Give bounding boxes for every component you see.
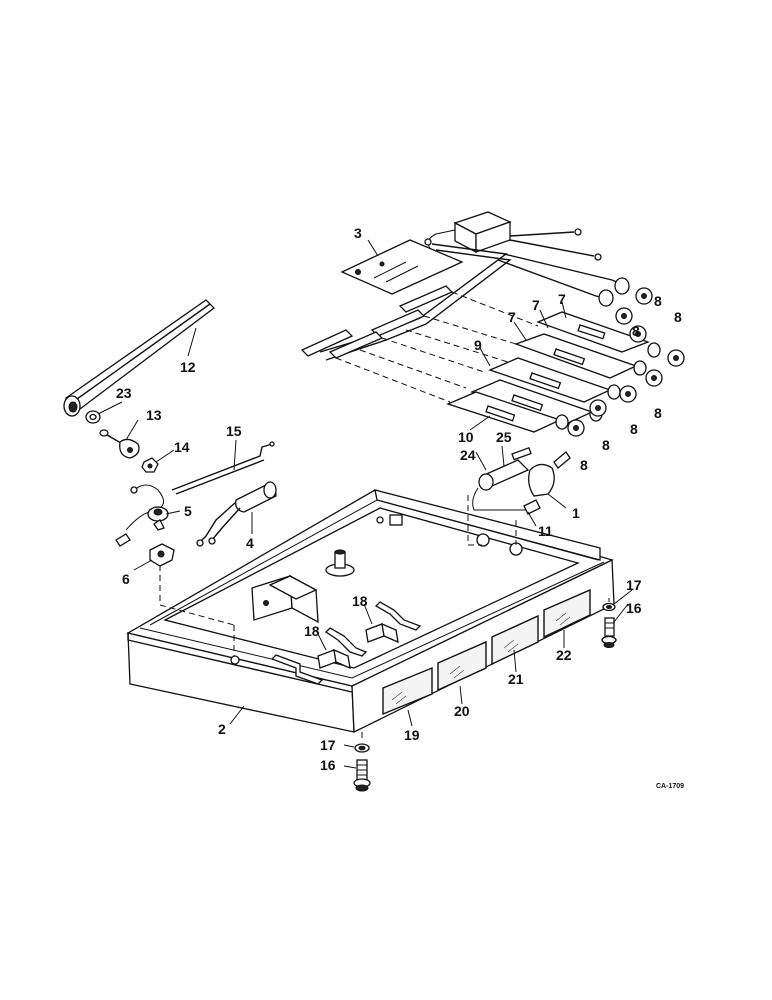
callout-19: 19 xyxy=(404,727,420,743)
callout-11: 11 xyxy=(538,523,553,539)
callout-17-left: 17 xyxy=(320,737,336,753)
leader-lines xyxy=(97,239,633,769)
callout-23: 23 xyxy=(116,385,132,401)
receptacle-6 xyxy=(149,543,175,567)
drawing-code: CA-1709 xyxy=(656,783,684,790)
callout-7b: 7 xyxy=(532,297,540,313)
leveling-foot-left xyxy=(353,743,371,792)
wiring-harness-3 xyxy=(300,211,627,403)
bolt-13 xyxy=(99,429,140,459)
rail-tube-12 xyxy=(63,299,215,417)
callout-16-right: 16 xyxy=(626,600,642,616)
rod-15 xyxy=(171,441,275,495)
callout-7c: 7 xyxy=(508,309,516,325)
window-22 xyxy=(543,588,591,639)
callout-22: 22 xyxy=(556,647,572,663)
callout-8f: 8 xyxy=(602,437,610,453)
callout-21: 21 xyxy=(508,671,524,687)
switch-assembly xyxy=(472,447,571,515)
callout-8d: 8 xyxy=(654,405,662,421)
callout-labels: 1 2 3 4 5 6 7 7 7 8 8 8 8 8 8 8 9 10 11 … xyxy=(116,225,684,790)
callout-24: 24 xyxy=(460,447,476,463)
callout-3: 3 xyxy=(354,225,362,241)
callout-16-left: 16 xyxy=(320,757,336,773)
lamp-socket-upper xyxy=(536,277,661,358)
callout-10: 10 xyxy=(458,429,474,445)
lamp-bulbs-8 xyxy=(567,287,685,437)
capacitor-4 xyxy=(196,481,277,547)
callout-15: 15 xyxy=(226,423,242,439)
window-19 xyxy=(382,666,433,716)
callout-6: 6 xyxy=(122,571,130,587)
callout-7a: 7 xyxy=(558,291,566,307)
callout-8b: 8 xyxy=(674,309,682,325)
callout-1: 1 xyxy=(572,505,580,521)
callout-8c: 8 xyxy=(632,323,640,339)
base-tray xyxy=(126,489,615,734)
callout-13: 13 xyxy=(146,407,162,423)
callout-25: 25 xyxy=(496,429,512,445)
clips-18 xyxy=(270,601,422,685)
lamp-assemblies-7-9-10 xyxy=(446,333,647,433)
assembly-guide-lines xyxy=(159,495,610,742)
window-21 xyxy=(491,614,539,666)
callout-5: 5 xyxy=(184,503,192,519)
callout-9: 9 xyxy=(474,337,482,353)
callout-14: 14 xyxy=(174,439,190,455)
washer-23 xyxy=(85,410,101,424)
floor-stud xyxy=(325,549,355,577)
callout-8e: 8 xyxy=(630,421,638,437)
callout-8a: 8 xyxy=(654,293,662,309)
callout-18-left: 18 xyxy=(304,623,320,639)
nut-14 xyxy=(141,457,159,473)
callout-4: 4 xyxy=(246,535,254,551)
window-20 xyxy=(437,640,487,692)
leveling-foot-right xyxy=(601,602,617,648)
callout-8g: 8 xyxy=(580,457,588,473)
callout-18-right: 18 xyxy=(352,593,368,609)
callout-12: 12 xyxy=(180,359,196,375)
switch-5 xyxy=(115,484,169,547)
callout-20: 20 xyxy=(454,703,470,719)
callout-2: 2 xyxy=(218,721,226,737)
callout-17-right: 17 xyxy=(626,577,642,593)
floor-bracket xyxy=(251,574,319,624)
